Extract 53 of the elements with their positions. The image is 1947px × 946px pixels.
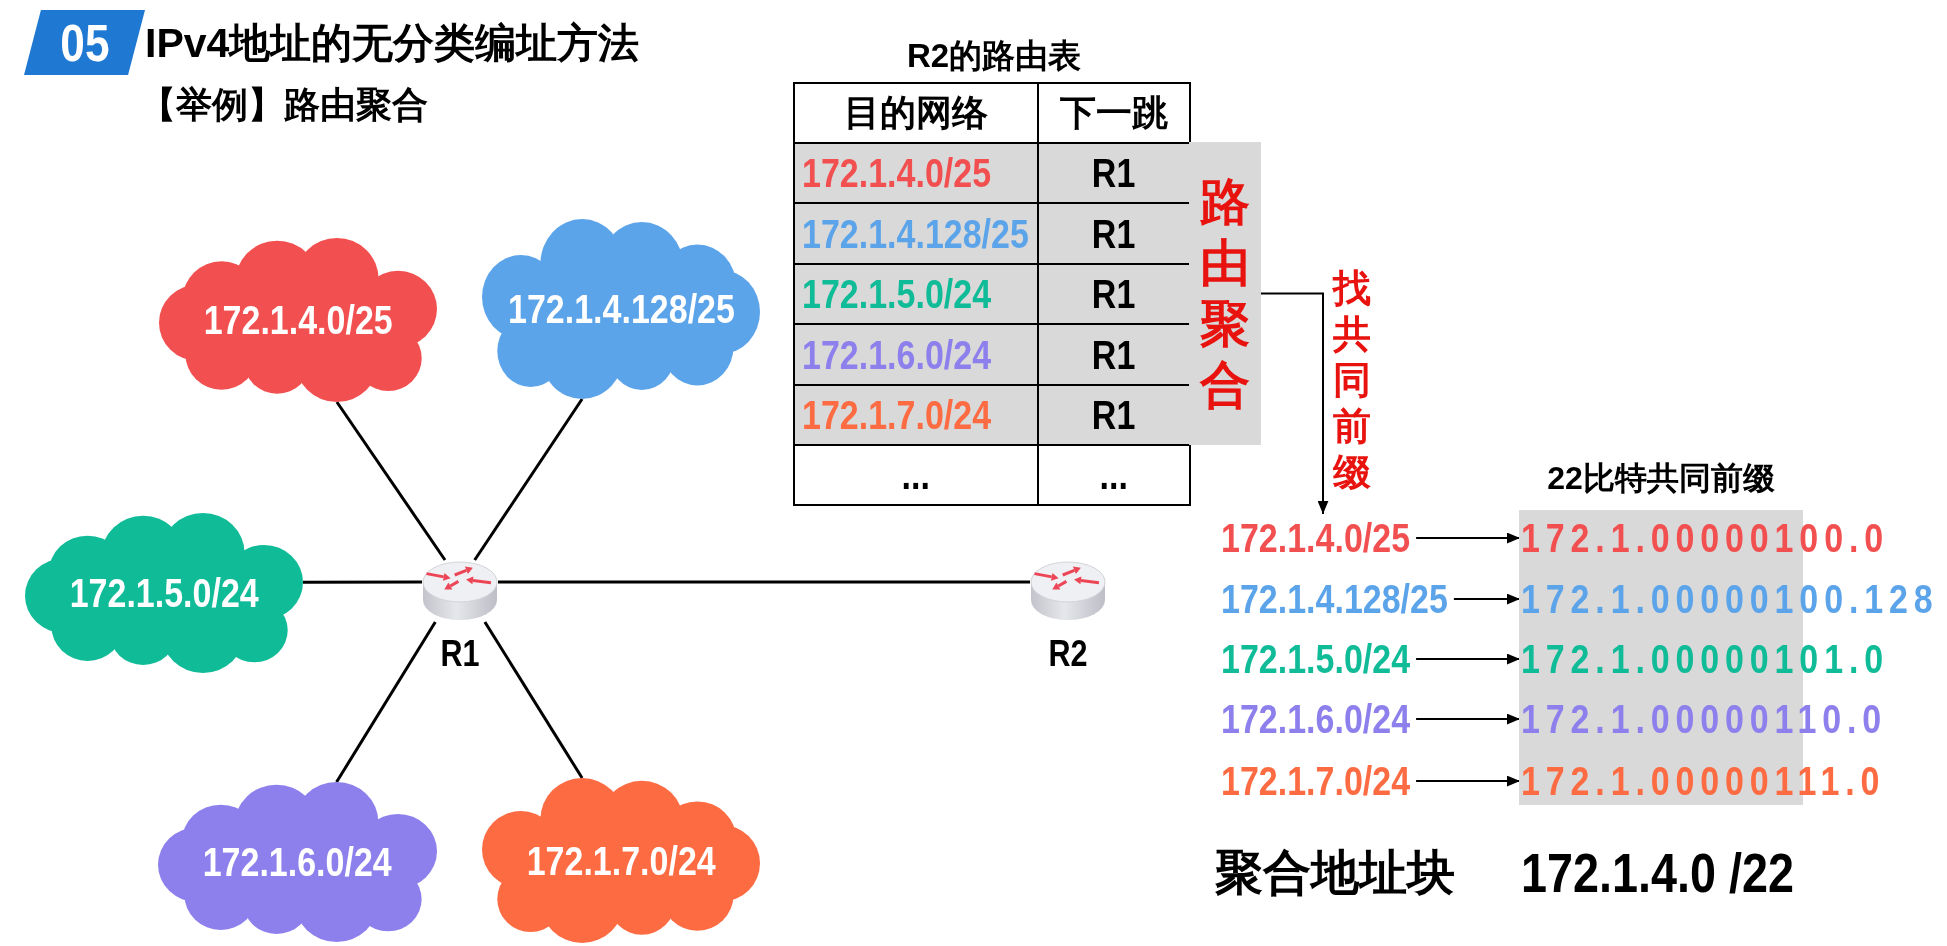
table-cell: R1 bbox=[1037, 384, 1191, 446]
table-cell: 172.1.7.0/24 bbox=[793, 384, 1039, 446]
cloud-label: 172.1.4.0/25 bbox=[203, 297, 393, 343]
arrow bbox=[1452, 593, 1521, 605]
table-cell: 172.1.4.128/25 bbox=[793, 202, 1039, 265]
table-cell: 172.1.5.0/24 bbox=[793, 263, 1039, 325]
router-label: R1 bbox=[440, 634, 480, 674]
summary-label: 聚合地址块 bbox=[1215, 845, 1455, 901]
binary-address: 172.1.00000100.0 bbox=[1521, 515, 1889, 561]
section-badge: 05 bbox=[24, 10, 145, 75]
highlight-box: 路由聚合 bbox=[1189, 142, 1261, 445]
address-text: 172.1.6.0/24 bbox=[1221, 696, 1411, 742]
table-cell: 172.1.6.0/24 bbox=[793, 323, 1039, 386]
aggregate-address: 172.1.4.0 /22 bbox=[1521, 841, 1794, 906]
address-text: 172.1.5.0/24 bbox=[1221, 636, 1411, 682]
binary-address: 172.1.00000111.0 bbox=[1521, 758, 1886, 804]
table-cell: R1 bbox=[1037, 263, 1191, 325]
binary-address: 172.1.00000100.128 bbox=[1521, 576, 1939, 622]
address-text: 172.1.7.0/24 bbox=[1221, 758, 1411, 804]
arrow bbox=[1415, 653, 1521, 665]
router-label: R2 bbox=[1048, 634, 1088, 674]
connection-line bbox=[335, 621, 437, 783]
arrow bbox=[1415, 713, 1521, 725]
connection-line bbox=[473, 398, 584, 561]
arrow bbox=[1415, 532, 1521, 544]
address-text: 172.1.4.0/25 bbox=[1221, 515, 1411, 561]
subtitle: 【举例】路由聚合 bbox=[140, 82, 428, 126]
connection-line bbox=[498, 580, 1030, 584]
binary-address: 172.1.00000110.0 bbox=[1521, 696, 1888, 742]
cloud-label: 172.1.7.0/24 bbox=[526, 837, 716, 884]
cloud-label: 172.1.6.0/24 bbox=[202, 839, 392, 885]
router-icon bbox=[1030, 560, 1106, 622]
table-cell: ... bbox=[1037, 444, 1191, 506]
arrow bbox=[1260, 292, 1329, 515]
header-cell: 目的网络 bbox=[793, 82, 1039, 144]
header-cell: 下一跳 bbox=[1037, 82, 1191, 144]
binary-address: 172.1.00000101.0 bbox=[1521, 636, 1889, 682]
table-cell: R1 bbox=[1037, 323, 1191, 386]
cloud-label: 172.1.4.128/25 bbox=[507, 286, 735, 332]
band-heading: 22比特共同前缀 bbox=[1547, 459, 1775, 498]
connection-line bbox=[335, 401, 447, 561]
connection-line bbox=[483, 621, 584, 779]
table-cell: R1 bbox=[1037, 202, 1191, 265]
table-cell: ... bbox=[793, 444, 1039, 506]
table-cell: 172.1.4.0/25 bbox=[793, 142, 1039, 204]
connection-line bbox=[303, 580, 422, 584]
arrow bbox=[1415, 775, 1521, 787]
table-title: R2的路由表 bbox=[906, 36, 1082, 76]
cloud-label: 172.1.5.0/24 bbox=[69, 570, 259, 616]
slide-title: IPv4地址的无分类编址方法 bbox=[145, 19, 640, 67]
router-icon bbox=[422, 560, 498, 622]
table-cell: R1 bbox=[1037, 142, 1191, 204]
address-text: 172.1.4.128/25 bbox=[1221, 576, 1448, 622]
